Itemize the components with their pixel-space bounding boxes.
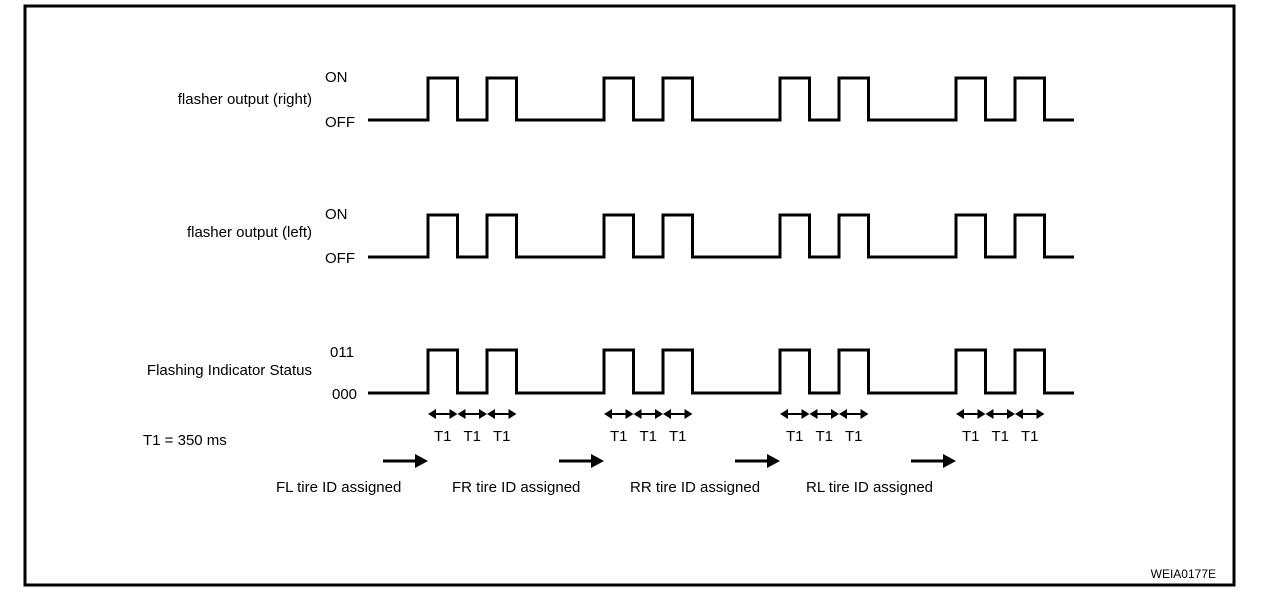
arrowhead-left	[604, 409, 612, 419]
t1-label: T1	[493, 428, 511, 445]
t1-label: T1	[815, 428, 833, 445]
group-captions: FL tire ID assigned FR tire ID assigned …	[276, 454, 956, 496]
arrowhead-left	[956, 409, 964, 419]
t1-label: T1	[786, 428, 804, 445]
level-low-status: 000	[332, 386, 357, 403]
waveform-right	[368, 76, 1074, 122]
arrowhead-left	[780, 409, 788, 419]
level-high-left: ON	[325, 206, 348, 223]
arrowhead-right	[801, 409, 810, 419]
arrowhead-left	[663, 409, 671, 419]
arrowhead-right	[831, 409, 839, 419]
arrowhead-right	[684, 409, 693, 419]
caption-fl: FL tire ID assigned	[276, 479, 401, 496]
caption-arrowhead	[767, 454, 780, 468]
t1-label: T1	[434, 428, 452, 445]
caption-rr: RR tire ID assigned	[630, 479, 760, 496]
arrowhead-right	[508, 409, 517, 419]
arrowhead-right	[1007, 409, 1015, 419]
arrowhead-left	[1015, 409, 1023, 419]
t1-label: T1	[1021, 428, 1039, 445]
arrowhead-right	[625, 409, 634, 419]
diagram-code: WEIA0177E	[1151, 567, 1216, 581]
arrowhead-left	[985, 409, 994, 419]
row-label-status: Flashing Indicator Status	[147, 362, 312, 379]
arrowhead-left	[428, 409, 436, 419]
t1-label: T1	[463, 428, 481, 445]
level-low-right: OFF	[325, 114, 355, 131]
arrowhead-right	[977, 409, 986, 419]
row-label-left: flasher output (left)	[187, 224, 312, 241]
level-high-status: 011	[330, 344, 354, 361]
arrowhead-right	[479, 409, 487, 419]
waveform-status	[368, 348, 1074, 395]
t1-label: T1	[991, 428, 1009, 445]
t1-label: T1	[669, 428, 687, 445]
t1-label: T1	[610, 428, 628, 445]
level-high-right: ON	[325, 69, 348, 86]
arrowhead-right	[449, 409, 458, 419]
t1-label: T1	[962, 428, 980, 445]
caption-arrowhead	[943, 454, 956, 468]
waveform-left	[368, 213, 1074, 259]
caption-arrowhead	[591, 454, 604, 468]
caption-fr: FR tire ID assigned	[452, 479, 580, 496]
arrowhead-right	[860, 409, 869, 419]
timing-legend: T1 = 350 ms	[143, 432, 227, 449]
arrowhead-left	[809, 409, 818, 419]
arrowhead-left	[457, 409, 466, 419]
arrowhead-right	[1036, 409, 1045, 419]
arrowhead-right	[655, 409, 663, 419]
timing-markers: T1 T1 T1 T1 T1 T1 T1 T1 T1 T1 T1 T1	[428, 409, 1045, 445]
row-label-right: flasher output (right)	[178, 91, 312, 108]
arrowhead-left	[839, 409, 847, 419]
diagram-frame	[23, 4, 1236, 587]
arrowhead-left	[487, 409, 495, 419]
caption-arrowhead	[415, 454, 428, 468]
level-low-left: OFF	[325, 250, 355, 267]
t1-label: T1	[639, 428, 657, 445]
caption-rl: RL tire ID assigned	[806, 479, 933, 496]
t1-label: T1	[845, 428, 863, 445]
arrowhead-left	[633, 409, 642, 419]
